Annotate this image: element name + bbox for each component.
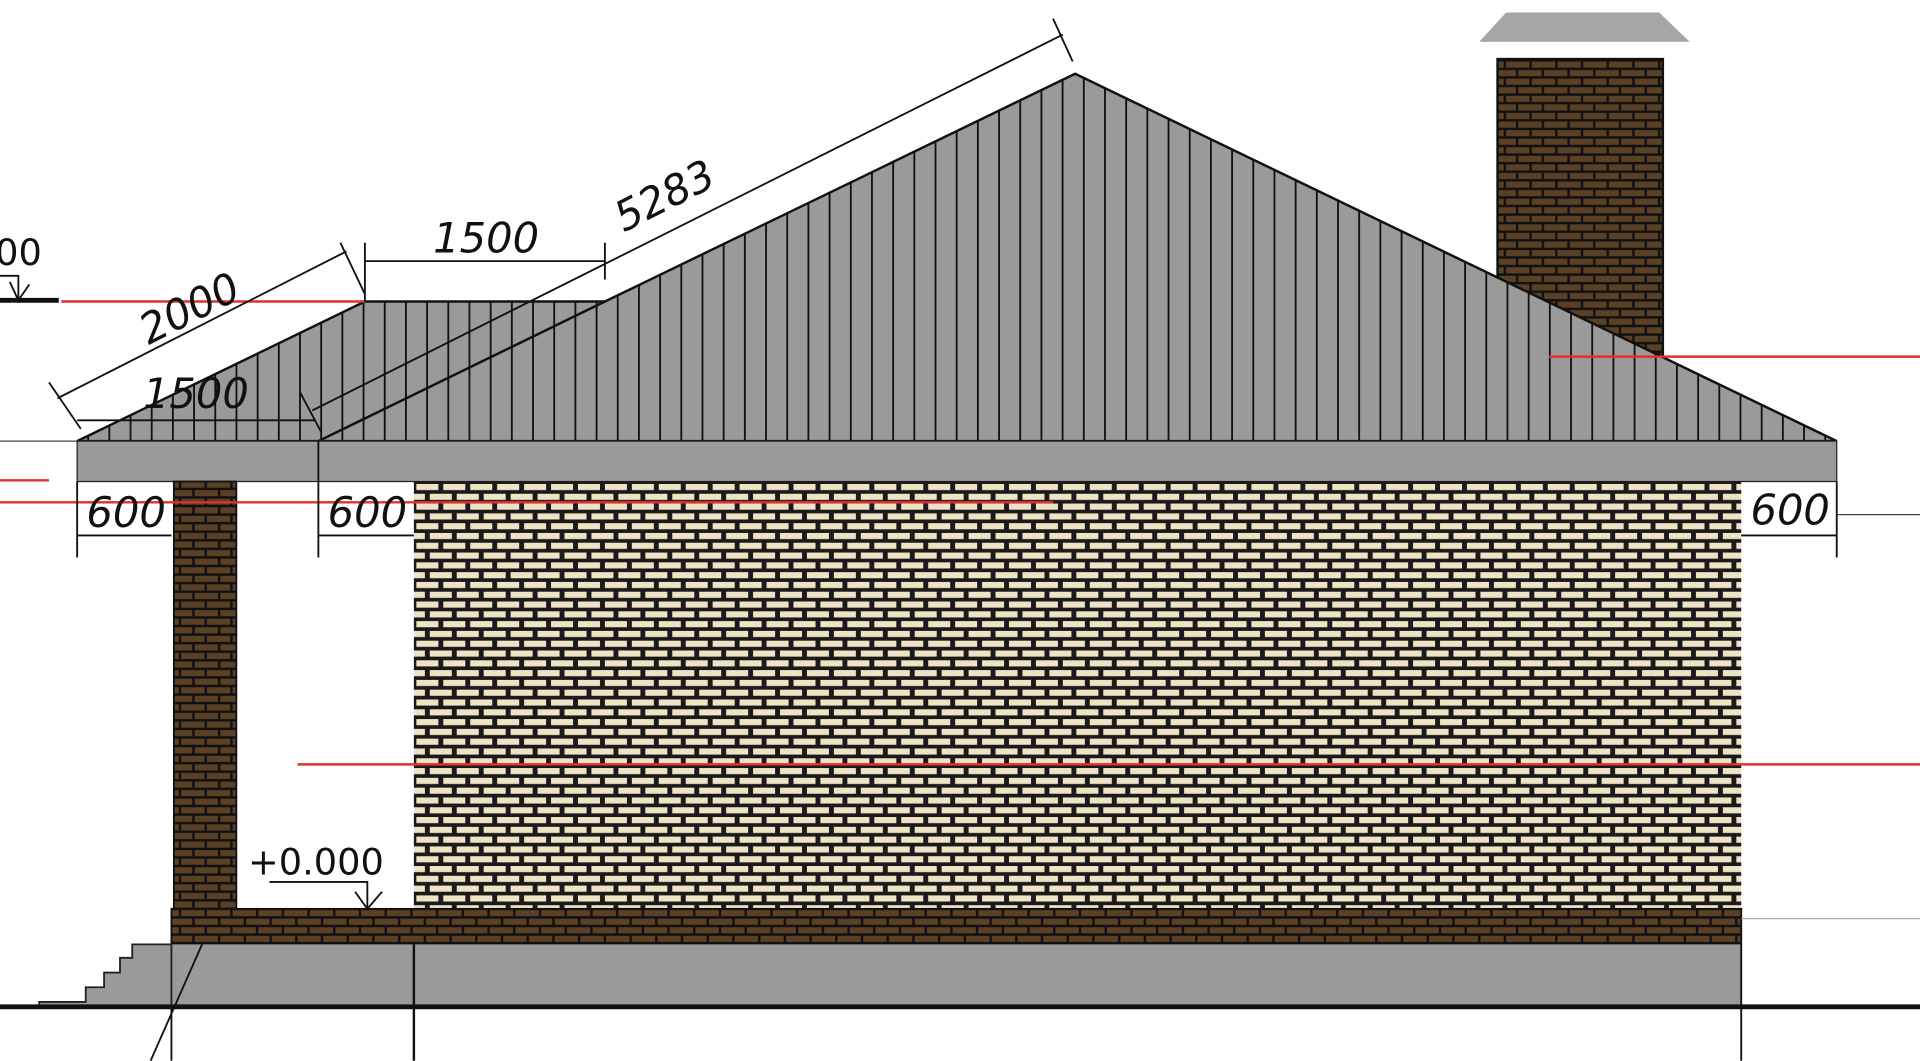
dim-porch-base-width: 1500: [143, 369, 249, 418]
elevation-mark: +0.000: [248, 841, 384, 884]
left-elevation-mark: 00: [0, 231, 42, 274]
dim-rafter-porch: 2000: [131, 262, 248, 354]
chimney-cap: [1479, 12, 1690, 42]
steps: [38, 943, 173, 1008]
dim-overhang-mid: 600: [328, 488, 407, 537]
dim-rafter-main: 5283: [606, 150, 723, 242]
porch-column: [172, 480, 238, 912]
dim-porch-top-width: 1500: [433, 214, 539, 263]
brick-wall: [413, 481, 1742, 911]
dim-overhang-right: 600: [1750, 485, 1829, 534]
foundation: [171, 944, 1742, 1007]
plinth: [170, 907, 1743, 946]
axis-lines: [0, 300, 1920, 766]
dimension-lines: [0, 18, 1838, 911]
eave-fascia: [76, 440, 1838, 483]
dim-overhang-left: 600: [86, 488, 165, 537]
